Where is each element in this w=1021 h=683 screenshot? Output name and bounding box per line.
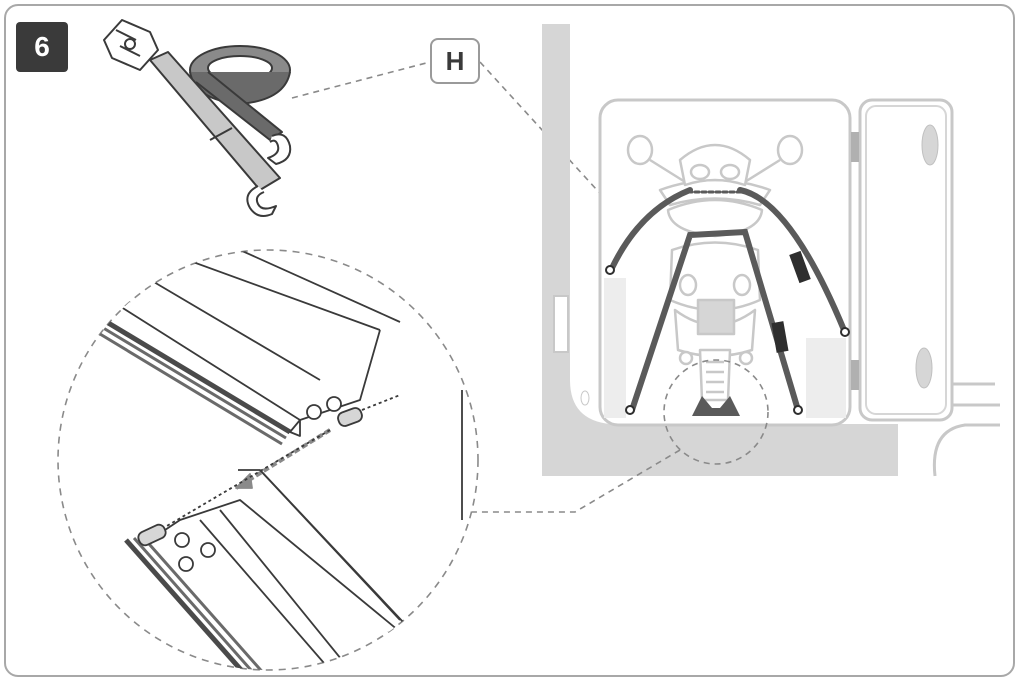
- detail-leader-line: [472, 449, 681, 513]
- callout-leader-line: [479, 61, 629, 225]
- detail-marker-circle: [663, 359, 769, 465]
- ratchet-strap-icon: [103, 19, 292, 217]
- callout-label-h: H: [430, 38, 480, 84]
- anchor-points: [605, 265, 850, 415]
- strap-ratchets: [771, 250, 811, 353]
- tie-down-straps: [609, 187, 847, 413]
- strap-leader-line: [291, 61, 431, 99]
- van-cross-section: [542, 24, 1000, 477]
- ramp-hinge-icon: [57, 249, 479, 671]
- step-number-badge: 6: [16, 22, 68, 72]
- wheel-chock-icon: [692, 396, 740, 416]
